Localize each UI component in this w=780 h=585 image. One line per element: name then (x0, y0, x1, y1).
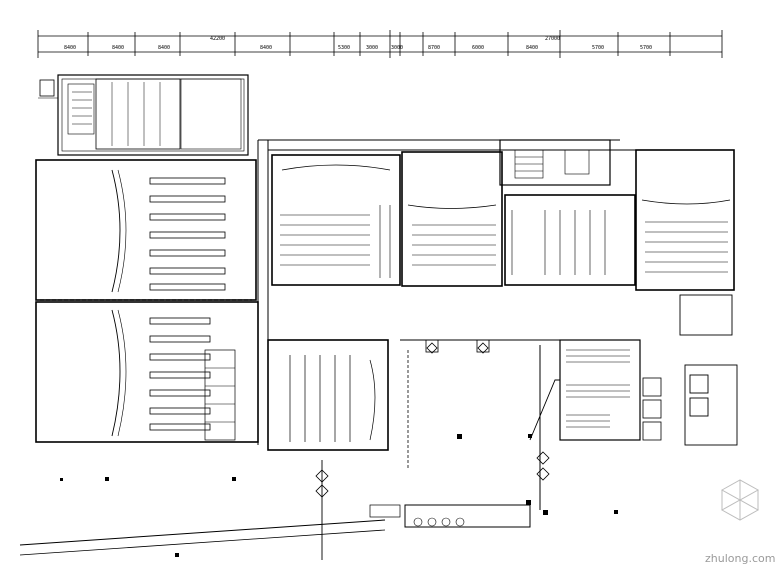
upper-right-stair-block (499, 139, 611, 186)
dim-segment-3: 8400 (158, 45, 170, 51)
dim-segment-5: 5300 (338, 45, 350, 51)
hall-far-right (635, 149, 735, 291)
dim-segment-9: 6000 (472, 45, 484, 51)
watermark-text: zhulong.com (705, 552, 775, 565)
left-auditorium-upper (35, 159, 257, 301)
central-corridor-walls (257, 139, 640, 445)
upper-left-service-block (38, 74, 249, 156)
right-edge-rooms (679, 294, 738, 446)
dim-segment-7: 3000 (391, 45, 403, 51)
dim-segment-12: 5700 (640, 45, 652, 51)
watermark: zhulong.com (705, 479, 775, 565)
entrance-terrace (19, 460, 531, 560)
hall-middle-1 (271, 154, 401, 286)
watermark-logo-icon (720, 479, 760, 521)
door-symbols (315, 342, 550, 498)
dim-segment-10: 8400 (526, 45, 538, 51)
dim-segment-4: 8400 (260, 45, 272, 51)
hall-middle-3 (504, 194, 636, 286)
dim-segment-1: 8400 (64, 45, 76, 51)
dim-segment-2: 8400 (112, 45, 124, 51)
hall-middle-2 (401, 151, 503, 287)
column-markers (60, 434, 618, 557)
overall-dimension-left: 42200 (210, 36, 225, 42)
hall-lower-center (267, 339, 389, 451)
lower-right-core (529, 339, 662, 441)
top-dimension-chain (37, 30, 723, 58)
overall-dimension-right: 27000 (545, 36, 560, 42)
dim-segment-8: 8700 (428, 45, 440, 51)
dim-segment-11: 5700 (592, 45, 604, 51)
dim-segment-6: 3000 (366, 45, 378, 51)
main-lobby (400, 339, 560, 510)
left-auditorium-lower (35, 301, 259, 443)
